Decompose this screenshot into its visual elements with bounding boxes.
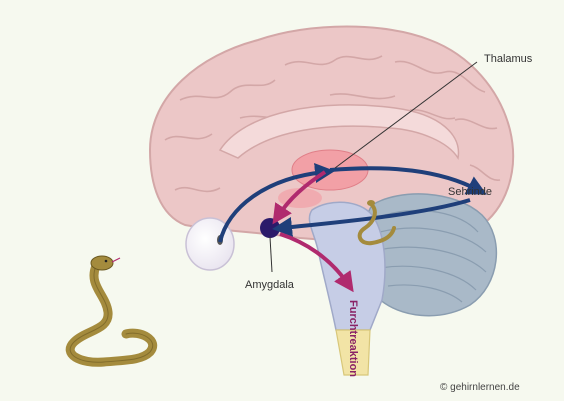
amygdala-label: Amygdala	[245, 279, 295, 291]
thalamus-label: Thalamus	[484, 53, 533, 65]
amygdala	[260, 218, 280, 238]
sehrinde-label: Sehrinde	[448, 186, 492, 198]
furchtreaktion-label: Furchtreaktion	[347, 300, 359, 377]
credit-text: © gehirnlernen.de	[440, 382, 520, 393]
